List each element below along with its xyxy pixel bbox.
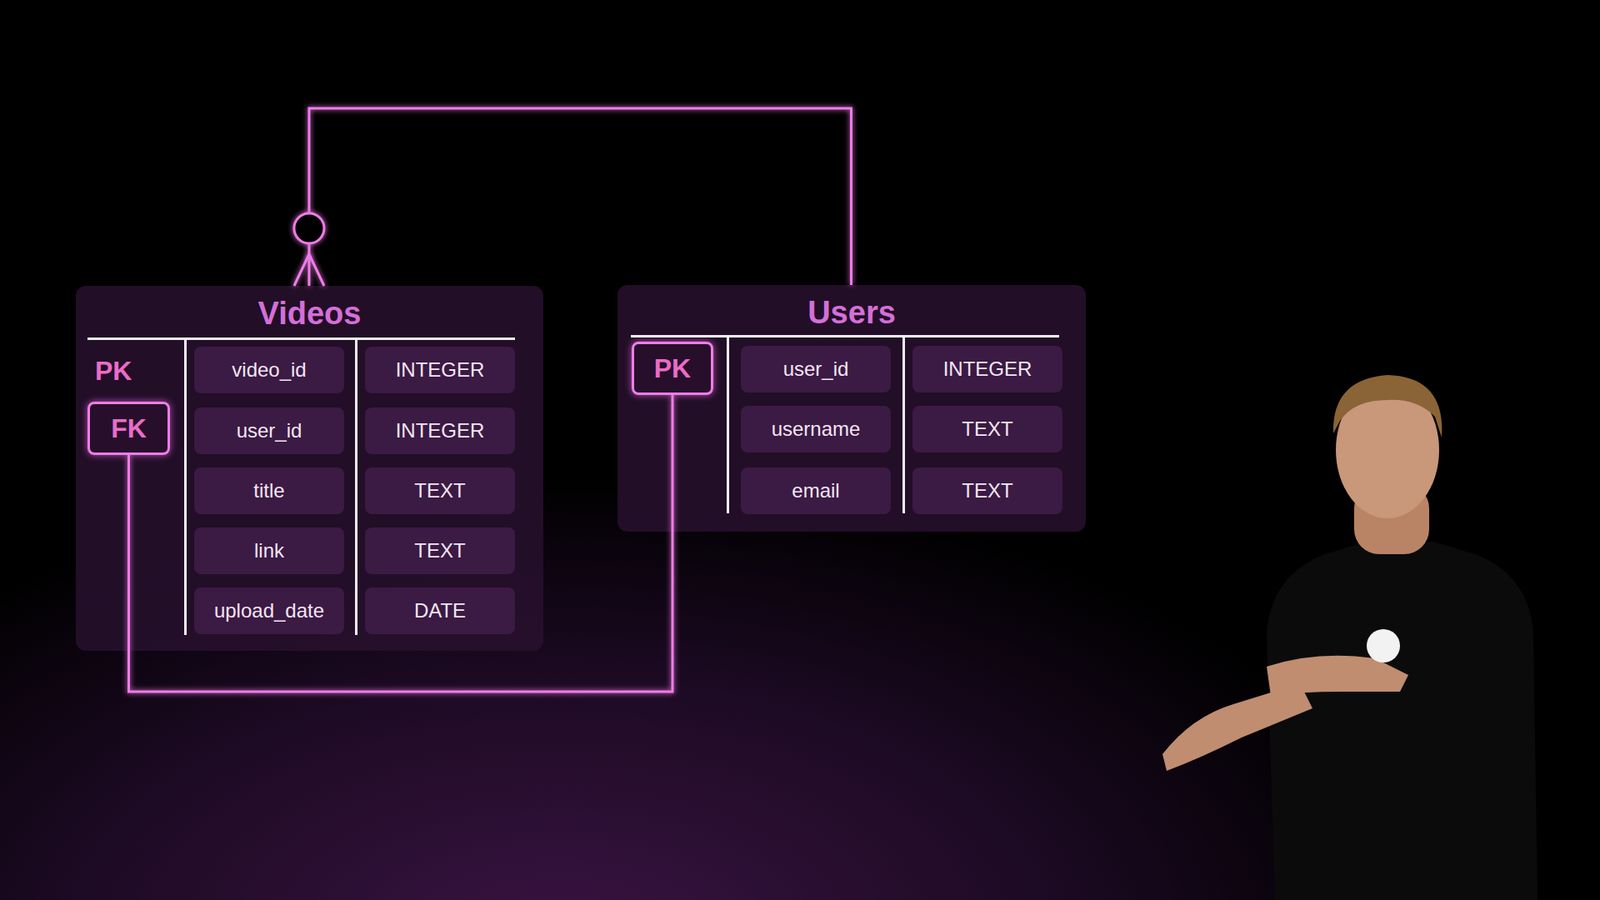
column-text: TEXT	[961, 479, 1013, 503]
presenter-shirt	[1266, 541, 1538, 900]
column-text: email	[791, 479, 840, 503]
column-text: TEXT	[414, 539, 465, 563]
column-text: INTEGER	[395, 419, 485, 443]
key-badge: FK	[87, 401, 170, 455]
column-text: DATE	[414, 599, 466, 623]
table-title: Videos	[75, 295, 544, 332]
table-rule	[355, 337, 358, 635]
column-cell: TEXT	[365, 527, 515, 575]
key-text: FK	[110, 413, 147, 445]
entity-table: VideosFKvideo_idINTEGERuser_idINTEGERtit…	[75, 285, 544, 651]
column-cell: TEXT	[912, 467, 1063, 515]
column-cell: INTEGER	[365, 407, 515, 455]
column-cell: video_id	[194, 346, 345, 394]
table-rule	[902, 335, 905, 514]
column-text: username	[771, 417, 861, 441]
column-text: video_id	[231, 358, 306, 382]
column-text: user_id	[236, 419, 303, 443]
column-text: INTEGER	[943, 357, 1033, 381]
key-badge: PK	[631, 341, 714, 395]
many-symbol	[294, 254, 325, 286]
entity-table: UsersPKuser_idINTEGERusernameTEXTemailTE…	[617, 285, 1086, 532]
column-cell: link	[194, 527, 345, 575]
column-text: link	[254, 539, 285, 563]
key-text: PK	[95, 355, 132, 387]
column-cell: email	[740, 467, 891, 515]
presenter-arm	[1162, 683, 1313, 771]
key-text: PK	[654, 353, 691, 385]
column-cell: user_id	[740, 345, 891, 393]
relationship-line	[294, 108, 869, 286]
table-rule	[726, 335, 730, 514]
column-cell: TEXT	[912, 405, 1063, 453]
table-rule	[630, 335, 1060, 338]
presenter-hair	[1333, 375, 1442, 438]
column-cell: TEXT	[365, 467, 515, 515]
table-rule	[87, 337, 515, 340]
column-text: upload_date	[214, 599, 325, 623]
column-cell: DATE	[365, 587, 515, 635]
table-title: Users	[617, 295, 1086, 331]
relationship-path	[309, 108, 851, 286]
zero-symbol	[294, 213, 325, 244]
column-text: INTEGER	[395, 358, 485, 382]
column-cell: title	[194, 467, 345, 515]
column-text: title	[253, 479, 285, 503]
column-text: TEXT	[961, 417, 1013, 441]
column-cell: INTEGER	[912, 345, 1063, 393]
one-symbol	[833, 249, 869, 252]
column-text: TEXT	[414, 479, 465, 503]
column-cell: username	[740, 405, 891, 453]
column-cell: user_id	[194, 407, 345, 455]
column-text: user_id	[783, 357, 850, 381]
shirt-logo	[1366, 629, 1400, 663]
table-rule	[184, 337, 187, 635]
column-cell: upload_date	[194, 587, 345, 635]
column-cell: INTEGER	[365, 346, 515, 394]
